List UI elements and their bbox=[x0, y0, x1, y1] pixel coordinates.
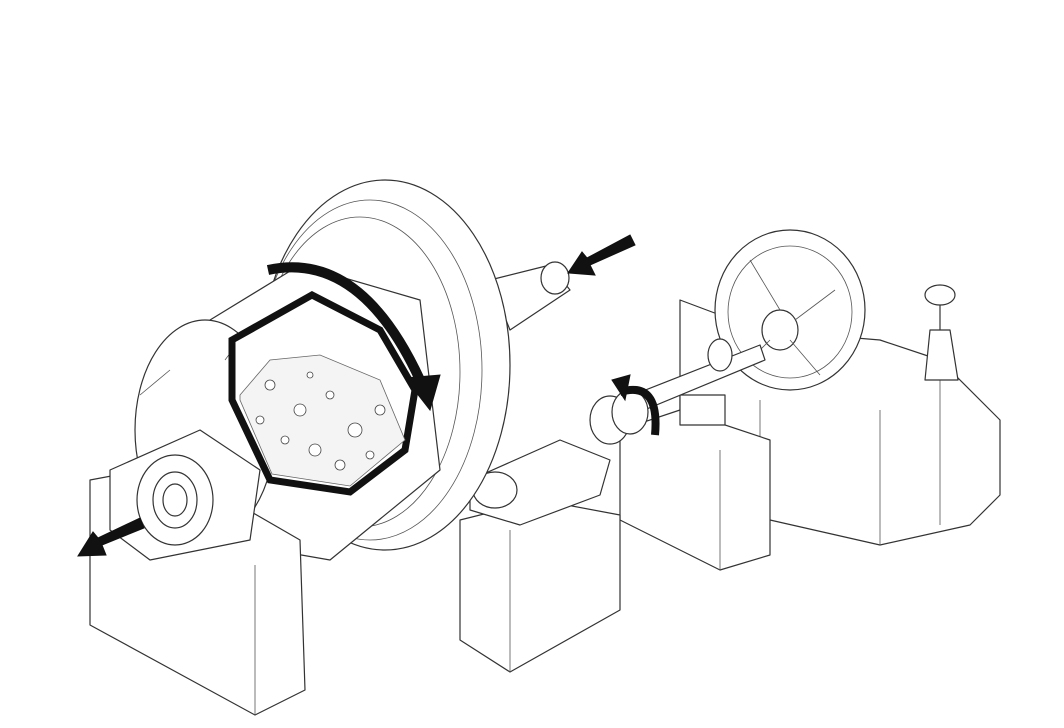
discharge-trunnion-bearing bbox=[109, 429, 261, 561]
feed-arrow-icon bbox=[567, 234, 636, 276]
feed-trunnion bbox=[489, 261, 571, 331]
discharge-arrow-icon bbox=[77, 517, 145, 557]
handwheel-valve bbox=[924, 284, 959, 381]
drum-rotation-arrow-icon bbox=[266, 262, 441, 412]
shaft-rotation-arrow-icon bbox=[611, 374, 660, 436]
shaft-coupling bbox=[589, 389, 649, 445]
feed-trunnion-bearing bbox=[469, 439, 611, 526]
feed-end-pedestal bbox=[459, 499, 621, 673]
pinion-bearing-pedestal bbox=[619, 394, 771, 571]
pinion-shaft bbox=[619, 338, 766, 419]
drum-cutaway-ore-charge bbox=[228, 291, 419, 496]
